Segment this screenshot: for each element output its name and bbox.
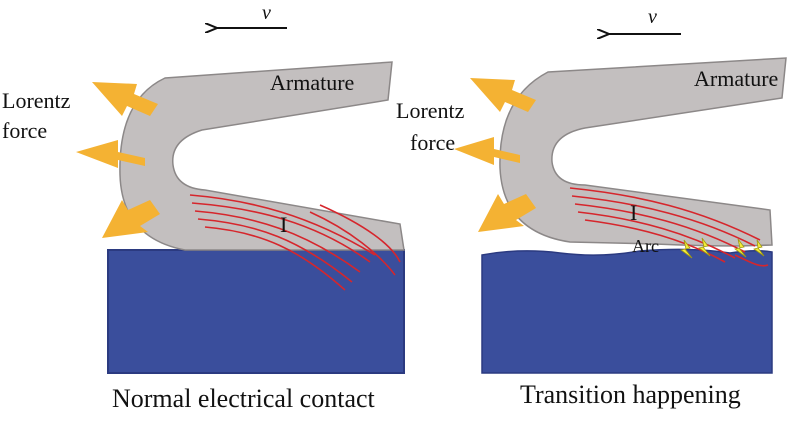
force-label-right-2: force [410,130,456,155]
arc-label-right: Arc [632,236,659,256]
force-label-left-1: Lorentz [2,88,71,113]
caption-left: Normal electrical contact [112,384,375,413]
current-lines-left [189,194,401,291]
current-lines-right [569,187,769,267]
arc-spark-icon [680,237,765,259]
velocity-label-right: v [648,6,657,28]
armature-label-left: Armature [270,70,355,95]
right-panel [454,34,787,374]
current-label-right: I [630,200,638,225]
armature-label-right: Armature [694,66,779,91]
lorentz-force-arrow-icon [76,82,160,238]
left-panel [76,28,405,374]
armature-left [119,61,405,251]
force-label-left-2: force [2,118,48,143]
lorentz-force-arrow-icon [454,78,536,232]
velocity-label-left: v [262,2,271,24]
caption-right: Transition happening [520,380,741,409]
force-label-right-1: Lorentz [396,98,465,123]
rail-right [481,248,773,374]
current-label-left: I [280,212,288,237]
rail-left [107,249,405,374]
